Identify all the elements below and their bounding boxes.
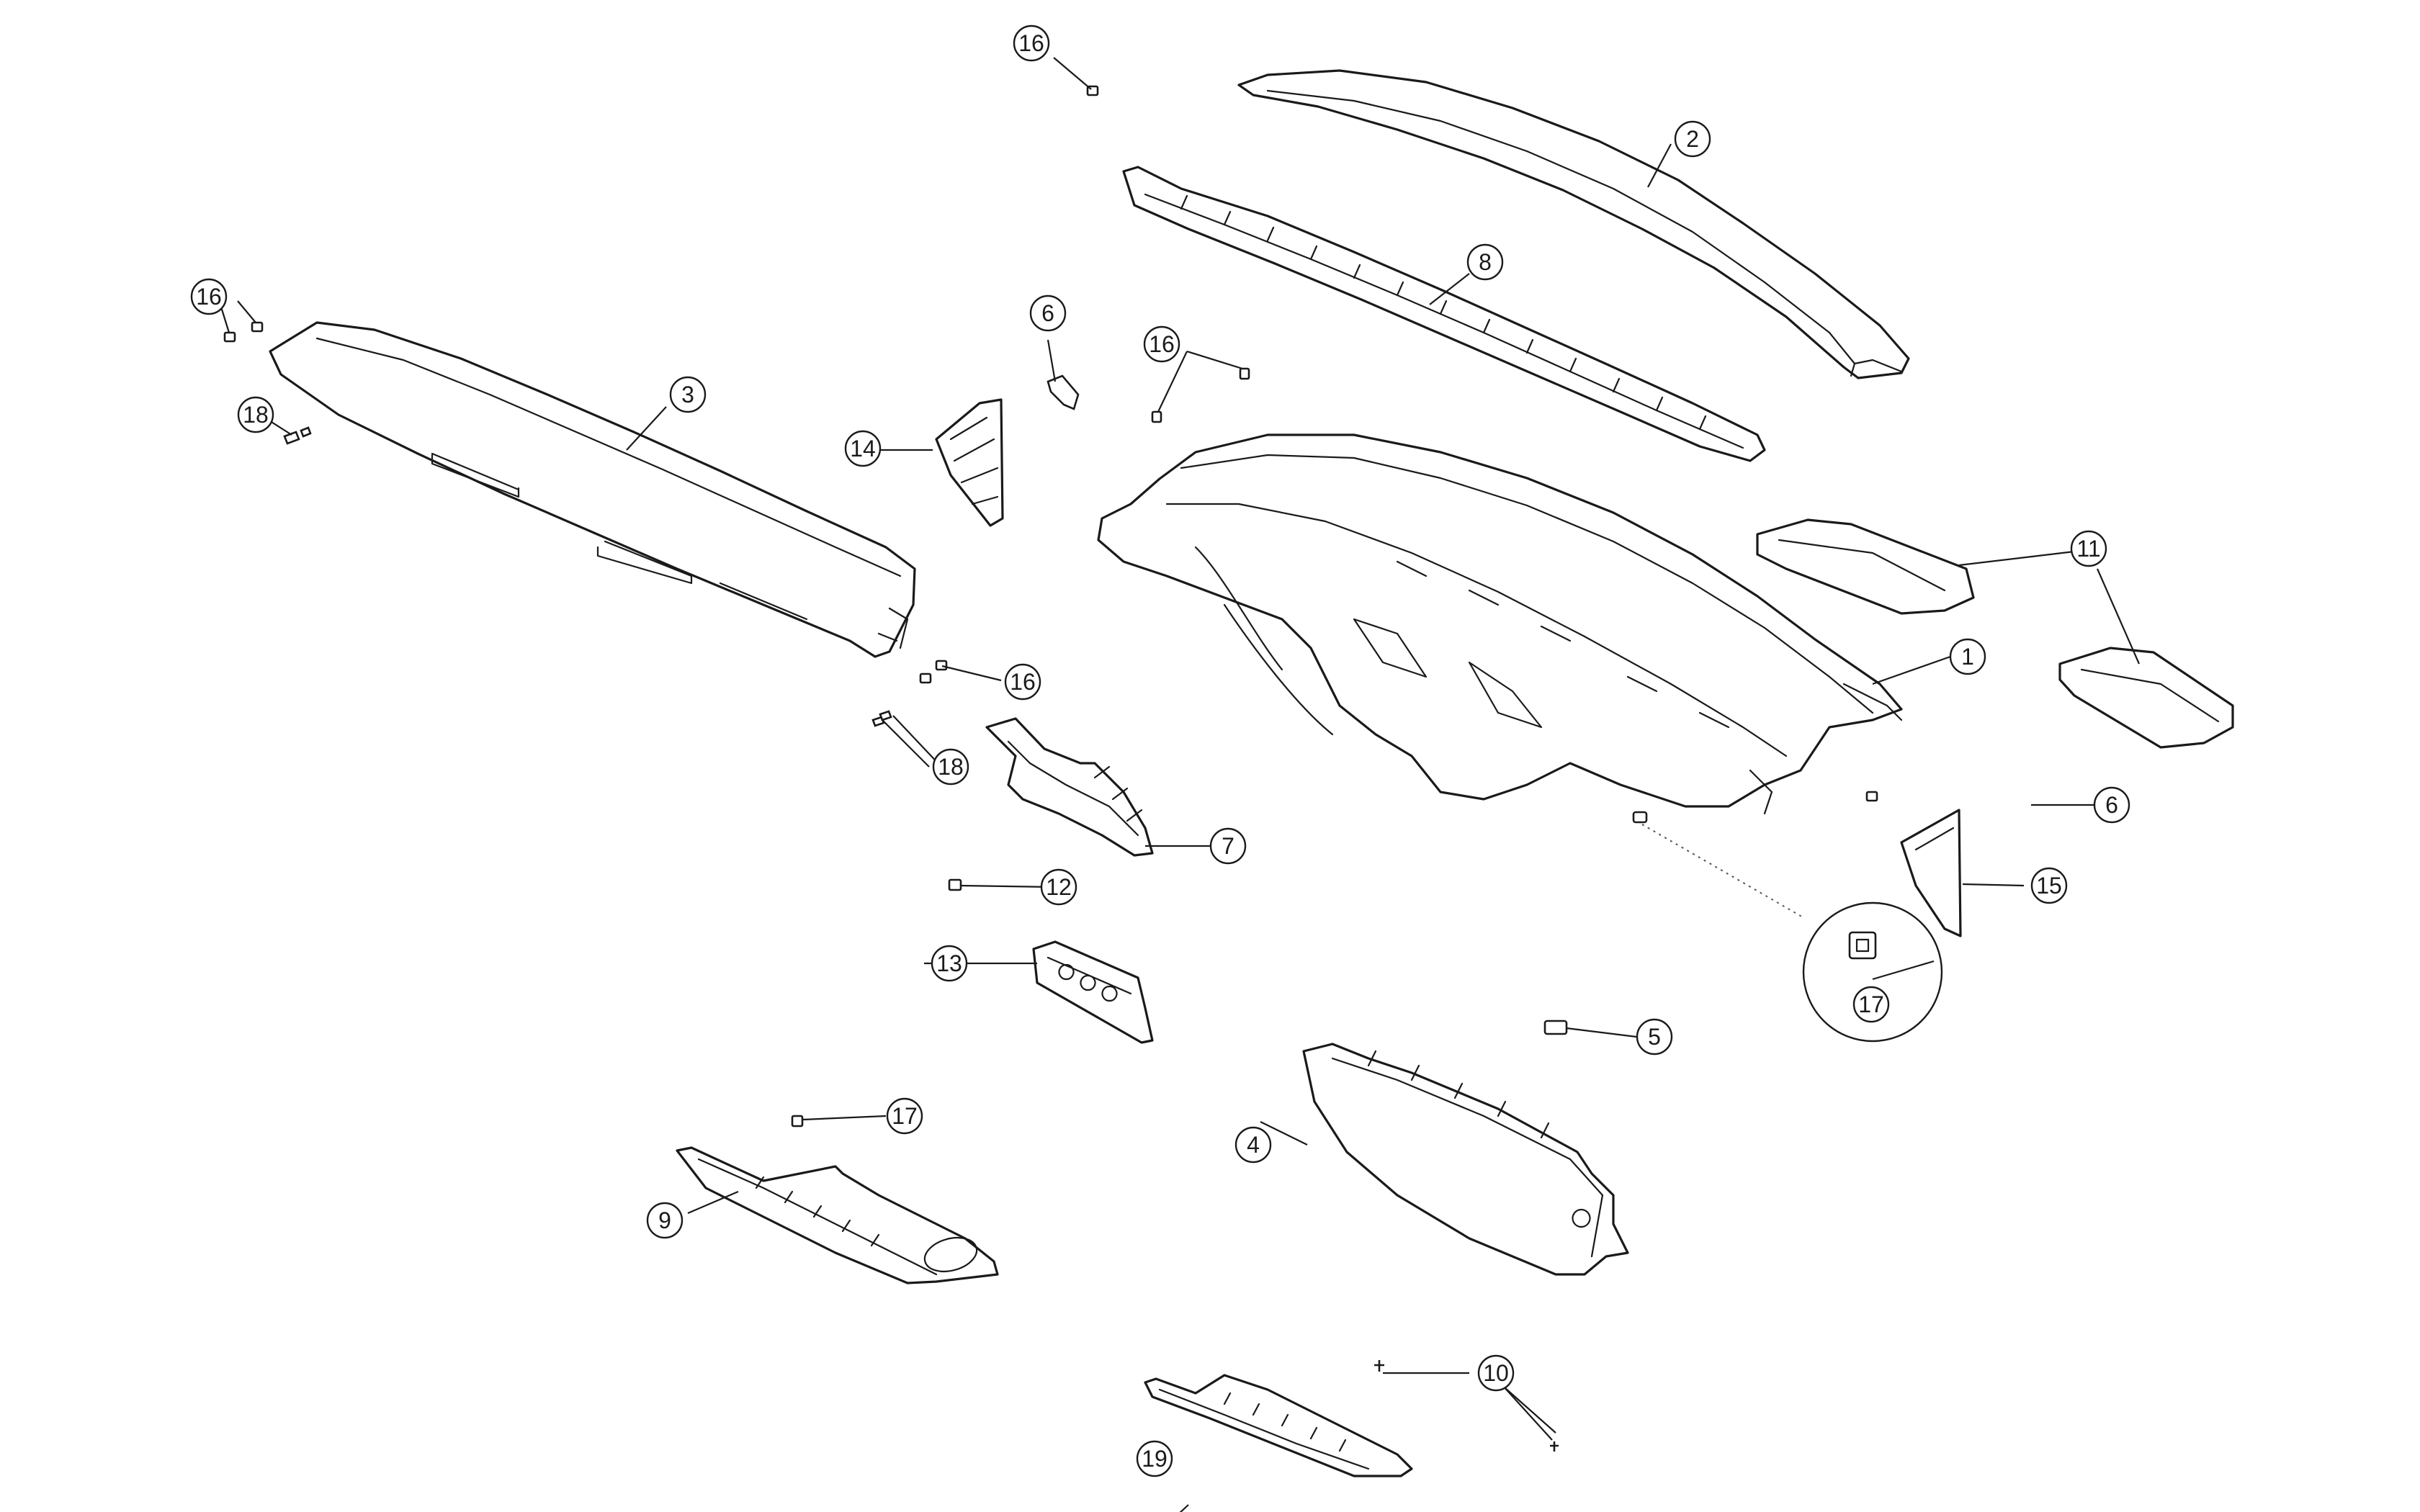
svg-text:11: 11 [2076, 536, 2100, 562]
callout-18b: 18 [932, 748, 969, 786]
svg-text:4: 4 [1247, 1132, 1260, 1158]
callout-14: 14 [844, 430, 882, 467]
svg-text:14: 14 [850, 436, 876, 462]
part-top-pad-b [2058, 647, 2234, 749]
callout-11: 11 [2070, 530, 2107, 567]
svg-text:6: 6 [1041, 300, 1054, 326]
svg-text:3: 3 [681, 382, 694, 408]
svg-text:18: 18 [938, 754, 964, 780]
svg-text:18: 18 [243, 402, 269, 428]
svg-text:6: 6 [2105, 792, 2118, 818]
svg-text:5: 5 [1648, 1024, 1661, 1050]
svg-text:12: 12 [1046, 874, 1072, 900]
part-right-end-cap [1900, 809, 1962, 937]
svg-text:16: 16 [196, 284, 222, 310]
callout-7: 7 [1209, 827, 1247, 865]
callout-12: 12 [1040, 868, 1077, 906]
part-glove-box [1302, 1043, 1629, 1276]
svg-text:16: 16 [1149, 331, 1175, 357]
callout-5: 5 [1636, 1018, 1673, 1056]
callout-1: 1 [1949, 638, 1986, 675]
svg-text:9: 9 [658, 1207, 671, 1233]
svg-text:10: 10 [1483, 1360, 1509, 1386]
callout-13: 13 [931, 945, 968, 982]
part-left-end-cap [935, 398, 1004, 527]
callout-16d: 16 [1004, 663, 1041, 701]
svg-text:17: 17 [1858, 991, 1884, 1017]
callout-2: 2 [1674, 120, 1711, 158]
detail-magnifier [1641, 824, 1943, 1043]
part-upper-trim-strip [1237, 69, 1910, 379]
svg-text:19: 19 [1142, 1446, 1168, 1472]
svg-text:17: 17 [892, 1103, 918, 1129]
leader-lines [218, 57, 2141, 1512]
part-switch-bezel [1032, 940, 1154, 1044]
callout-8: 8 [1466, 243, 1504, 281]
callout-9: 9 [646, 1202, 684, 1239]
callout-18a: 18 [237, 396, 274, 433]
part-knee-trim [1144, 1374, 1413, 1477]
callout-16b: 16 [190, 278, 228, 315]
svg-text:1: 1 [1961, 644, 1974, 670]
svg-text:8: 8 [1479, 249, 1492, 275]
svg-text:13: 13 [936, 950, 962, 976]
part-top-pad-a [1756, 518, 1975, 615]
callout-4: 4 [1234, 1126, 1272, 1164]
callout-15: 15 [2030, 867, 2068, 904]
svg-text:15: 15 [2036, 873, 2062, 899]
callout-17a: 17 [1852, 986, 1890, 1023]
callout-16a: 16 [1013, 24, 1050, 62]
svg-text:7: 7 [1222, 833, 1234, 859]
callout-3: 3 [669, 376, 707, 413]
svg-text:2: 2 [1686, 126, 1699, 152]
part-bracket-rail [1122, 166, 1766, 462]
callout-6b: 6 [2093, 786, 2130, 824]
small-fasteners [223, 85, 1878, 1452]
part-lower-trim-panel [676, 1146, 999, 1284]
callout-17b: 17 [886, 1097, 923, 1135]
callout-19: 19 [1136, 1440, 1173, 1477]
callout-6a: 6 [1029, 294, 1067, 332]
callout-16c: 16 [1143, 325, 1180, 363]
svg-text:16: 16 [1010, 669, 1036, 695]
part-instrument-panel [1097, 433, 1903, 815]
part-lower-left-bracket [985, 717, 1154, 857]
part-upper-dash-pad [269, 321, 916, 658]
svg-text:16: 16 [1018, 30, 1044, 56]
callout-10: 10 [1477, 1354, 1515, 1392]
